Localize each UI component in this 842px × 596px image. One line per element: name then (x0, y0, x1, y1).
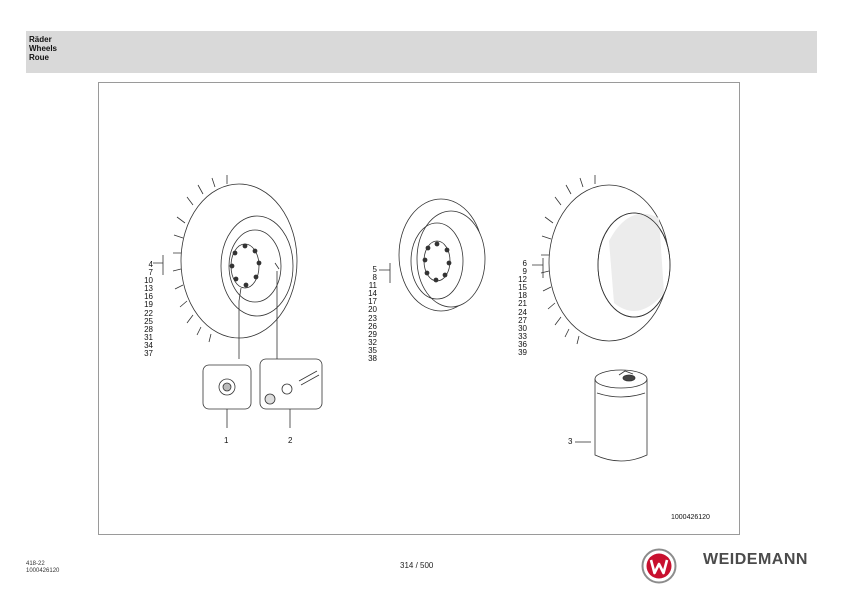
weidemann-logo-icon (641, 548, 677, 584)
drawing-number: 1000426120 (671, 514, 710, 521)
complete-wheel-drawing (172, 175, 298, 343)
footer-reference: 418-22 1000426120 (26, 561, 59, 574)
callout-part-3: 3 (568, 437, 573, 446)
brand-name: WEIDEMANN (703, 551, 808, 568)
page-indicator: 314 / 500 (400, 561, 434, 570)
detail-bolt (259, 358, 323, 410)
header-title-fr: Roue (29, 53, 49, 62)
footer-code: 418-22 (26, 561, 45, 567)
header-title-en: Wheels (29, 44, 58, 53)
wheel-illustration (153, 175, 671, 462)
rim-drawing (398, 198, 486, 312)
header-title-de: Räder (29, 35, 52, 44)
callout-part-2: 2 (288, 436, 293, 445)
tyre-sealant-can (594, 369, 648, 462)
section-header: Räder Wheels Roue (26, 31, 817, 73)
footer-doc-number: 1000426120 (26, 567, 60, 574)
callout-part-1: 1 (224, 436, 229, 445)
detail-nut (202, 364, 252, 410)
tyre-drawing (540, 175, 671, 345)
